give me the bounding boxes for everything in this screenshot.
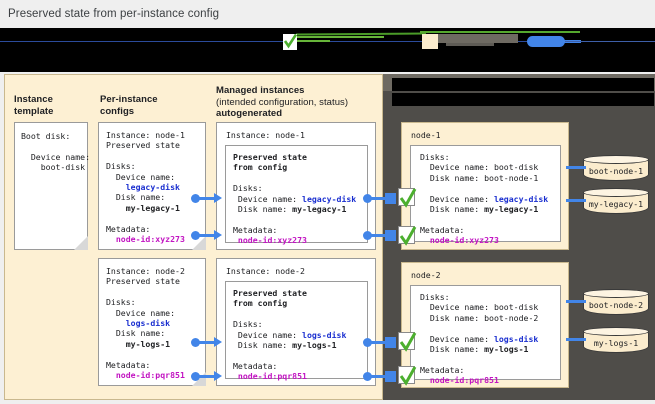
connector-line [198, 375, 214, 378]
connector-dot [363, 194, 372, 203]
node-details-box: Disks: Device name: boot-disk Disk name:… [410, 145, 561, 245]
connector-line-disk [566, 166, 586, 169]
disk-label: my-legacy-1 [588, 199, 644, 209]
connector-line [370, 234, 386, 237]
managed-instance-text: Preserved state from config Disks: Devic… [233, 152, 357, 246]
node-title: node-2 [411, 270, 441, 280]
connector-dot [363, 231, 372, 240]
disk-cylinder-my-legacy-1: my-legacy-1 [583, 188, 649, 214]
connector-square [385, 230, 396, 241]
legend-banner-redacted [0, 28, 655, 72]
managed-instance-preserved-state-box: Preserved state from config Disks: Devic… [225, 145, 368, 246]
node-card-node-1: node-1 Disks: Device name: boot-disk Dis… [401, 122, 569, 250]
managed-instance-card-node-1: Instance: node-1 Preserved state from co… [216, 122, 376, 250]
node-details-text: Disks: Device name: boot-disk Disk name:… [420, 292, 539, 386]
legend-beige-box-icon [422, 34, 438, 49]
heading-line-2: template [14, 105, 54, 117]
preserved-check-icon [398, 226, 417, 246]
managed-instance-title: Instance: node-2 [226, 266, 305, 276]
connector-line-disk [566, 300, 586, 303]
disk-lid [583, 289, 649, 298]
heading-line-2: (intended configuration, status) [216, 96, 349, 108]
managed-instance-preserved-state-box: Preserved state from config Disks: Devic… [225, 281, 368, 382]
node-title: node-1 [411, 130, 441, 140]
connector-line-disk [566, 338, 586, 341]
connector-arrow [214, 230, 222, 240]
node-details-text: Disks: Device name: boot-disk Disk name:… [420, 152, 549, 246]
connector-dot [191, 372, 200, 381]
column-heading-managed-instances: Managed instances (intended configuratio… [216, 85, 381, 120]
per-instance-config-text: Instance: node-2 Preserved state Disks: … [106, 266, 185, 381]
legend-blue-hairline [565, 41, 655, 42]
legend-green-line-4 [420, 31, 580, 33]
page-fold-corner [74, 236, 88, 250]
per-instance-config-text: Instance: node-1 Preserved state Disks: … [106, 130, 185, 245]
instance-template-text: Boot disk: Device name: boot-disk [21, 131, 91, 173]
disk-label: boot-node-1 [588, 166, 644, 176]
connector-line [198, 197, 214, 200]
disk-lid [583, 155, 649, 164]
disk-cylinder-boot-node-1: boot-node-1 [583, 155, 649, 181]
heading-line-1: Per-instance [100, 94, 158, 105]
node-details-box: Disks: Device name: boot-disk Disk name:… [410, 285, 561, 385]
connector-square [385, 371, 396, 382]
heading-line-1: Instance [14, 94, 53, 105]
runtime-panel-title-redacted-1 [392, 78, 654, 91]
connector-square [385, 193, 396, 204]
preserved-check-icon [398, 332, 417, 352]
disk-lid [583, 327, 649, 336]
connector-line [370, 375, 386, 378]
column-heading-per-instance-configs: Per-instance configs [100, 94, 200, 117]
runtime-panel-title-redacted-2 [392, 93, 654, 106]
connector-line [198, 341, 214, 344]
legend-green-line-3 [296, 40, 330, 42]
disk-cylinder-my-logs-1: my-logs-1 [583, 327, 649, 353]
connector-dot [191, 231, 200, 240]
connector-arrow [214, 337, 222, 347]
per-instance-config-card-node-2: Instance: node-2 Preserved state Disks: … [98, 258, 206, 386]
disk-cylinder-boot-node-2: boot-node-2 [583, 289, 649, 315]
connector-line [198, 234, 214, 237]
preserved-check-icon [398, 188, 417, 208]
legend-blue-blob-icon [527, 36, 565, 47]
per-instance-config-card-node-1: Instance: node-1 Preserved state Disks: … [98, 122, 206, 250]
connector-line [370, 341, 386, 344]
connector-dot [363, 372, 372, 381]
heading-line-2: configs [100, 105, 135, 117]
heading-line-3: autogenerated [216, 108, 283, 119]
connector-dot [191, 194, 200, 203]
disk-lid [583, 188, 649, 197]
figure-caption: Preserved state from per-instance config [0, 0, 655, 28]
column-heading-instance-template: Instance template [14, 94, 94, 117]
legend-gray-line-2 [446, 43, 494, 46]
node-card-node-2: node-2 Disks: Device name: boot-disk Dis… [401, 262, 569, 388]
instance-template-card: Boot disk: Device name: boot-disk [14, 122, 91, 250]
connector-line [370, 197, 386, 200]
legend-check-icon [283, 34, 297, 50]
managed-instance-card-node-2: Instance: node-2 Preserved state from co… [216, 258, 376, 386]
connector-arrow [214, 193, 222, 203]
managed-instance-text: Preserved state from config Disks: Devic… [233, 288, 347, 382]
connector-line-disk [566, 199, 586, 202]
heading-line-1: Managed instances [216, 85, 305, 96]
legend-gray-line-1 [438, 34, 518, 43]
legend-green-line-2 [296, 36, 384, 38]
preserved-check-icon [398, 366, 417, 386]
managed-instance-title: Instance: node-1 [226, 130, 305, 140]
connector-square [385, 337, 396, 348]
disk-label: my-logs-1 [593, 338, 639, 348]
connector-dot [363, 338, 372, 347]
connector-arrow [214, 371, 222, 381]
connector-dot [191, 338, 200, 347]
disk-label: boot-node-2 [588, 300, 644, 310]
